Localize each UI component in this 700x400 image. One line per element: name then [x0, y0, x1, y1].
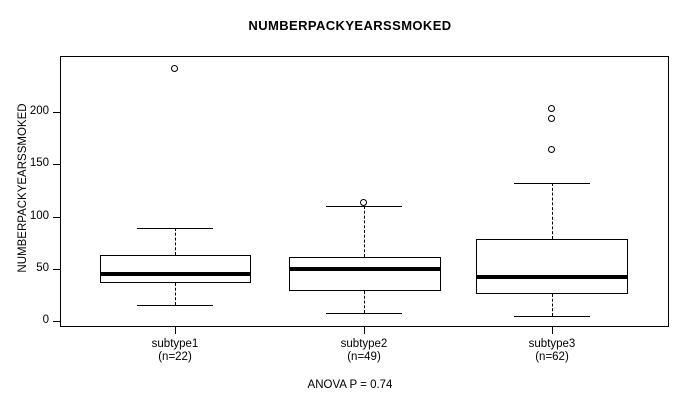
upper-whisker-subtype3	[552, 183, 553, 239]
y-axis-tick-50	[53, 269, 60, 270]
upper-whisker-cap-subtype1	[137, 228, 213, 229]
y-axis-tick-200	[53, 112, 60, 113]
lower-whisker-subtype2	[364, 291, 365, 313]
x-axis-tick-label-subtype3: subtype3 (n=62)	[472, 338, 632, 364]
y-axis-tick-label-200: 200	[29, 105, 49, 117]
x-axis-tick-subtype2	[364, 327, 365, 334]
y-axis-tick-label-100: 100	[29, 210, 49, 222]
outlier-point	[548, 105, 555, 112]
y-axis-tick-label-150: 150	[29, 157, 49, 169]
y-axis-tick-150	[53, 164, 60, 165]
upper-whisker-cap-subtype2	[326, 206, 402, 207]
y-axis-tick-label-0: 0	[42, 314, 49, 326]
anova-caption: ANOVA P = 0.74	[307, 379, 393, 391]
x-axis-tick-label-subtype1-count: (n=22)	[158, 351, 192, 363]
chart-title: NUMBERPACKYEARSSMOKED	[248, 18, 452, 33]
x-axis-tick-subtype3	[552, 327, 553, 334]
x-axis-tick-label-subtype1-name: subtype1	[151, 338, 199, 350]
lower-whisker-cap-subtype3	[514, 316, 590, 317]
upper-whisker-subtype2	[364, 206, 365, 257]
median-subtype3	[476, 275, 628, 279]
box-subtype2	[289, 257, 441, 291]
y-axis-tick-0	[53, 321, 60, 322]
y-axis-tick-100	[53, 217, 60, 218]
upper-whisker-subtype1	[175, 228, 176, 255]
box-subtype1	[100, 255, 251, 283]
x-axis-tick-label-subtype3-name: subtype3	[528, 338, 576, 350]
x-axis-tick-subtype1	[175, 327, 176, 334]
outlier-point	[548, 146, 555, 153]
x-axis-tick-label-subtype2-name: subtype2	[340, 338, 388, 350]
x-axis-tick-label-subtype2: subtype2 (n=49)	[284, 338, 444, 364]
lower-whisker-subtype1	[175, 283, 176, 305]
box-subtype3	[476, 239, 628, 294]
x-axis-tick-label-subtype1: subtype1 (n=22)	[95, 338, 255, 364]
median-subtype1	[100, 272, 251, 276]
lower-whisker-subtype3	[552, 294, 553, 316]
x-axis-tick-label-subtype3-count: (n=62)	[535, 351, 569, 363]
plot-frame	[60, 56, 669, 327]
lower-whisker-cap-subtype2	[326, 313, 402, 314]
lower-whisker-cap-subtype1	[137, 305, 213, 306]
outlier-point	[548, 115, 555, 122]
y-axis-tick-label-50: 50	[36, 262, 49, 274]
x-axis-tick-label-subtype2-count: (n=49)	[347, 351, 381, 363]
y-axis-label: NUMBERPACKYEARSSMOKED	[17, 103, 29, 273]
outlier-point	[360, 199, 367, 206]
median-subtype2	[289, 267, 441, 271]
outlier-point	[171, 65, 178, 72]
upper-whisker-cap-subtype3	[514, 183, 590, 184]
